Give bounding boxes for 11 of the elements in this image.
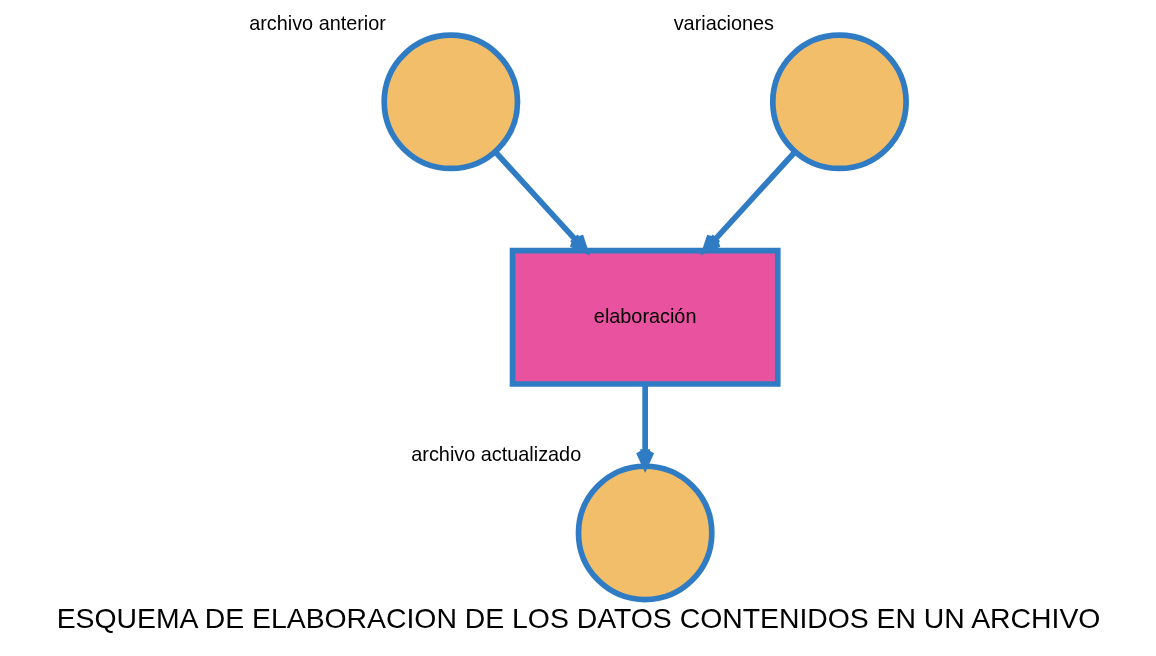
- arrow: [701, 150, 797, 254]
- node-label: archivo anterior: [248, 11, 386, 34]
- arrow: [635, 384, 654, 470]
- node-circle: [769, 32, 909, 172]
- arrow: [492, 150, 588, 254]
- node-box: elaboración: [509, 247, 781, 387]
- node-label: variaciones: [673, 11, 774, 34]
- node-circle: [380, 32, 520, 172]
- node-circle: [575, 463, 715, 603]
- diagram-title: ESQUEMA DE ELABORACION DE LOS DATOS CONTENIDOS EN UN ARCHIVO: [56, 601, 1100, 634]
- node-label: archivo actualizado: [410, 442, 581, 465]
